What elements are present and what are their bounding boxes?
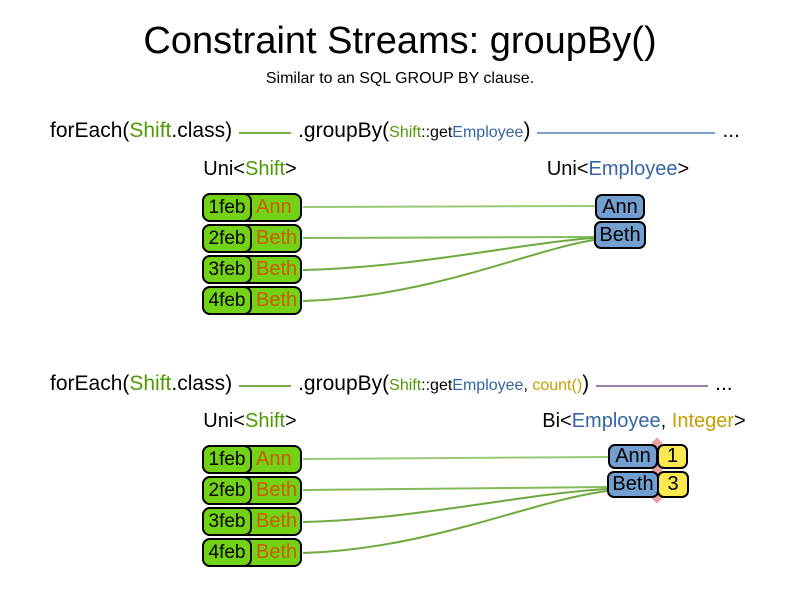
employee-group-box: Ann <box>595 194 645 220</box>
shift-employee-name: Beth <box>256 258 298 280</box>
label-type-integer: Integer <box>671 410 735 432</box>
shift-date: 3feb <box>202 255 252 284</box>
stream-connector-blue <box>537 132 716 134</box>
employee-group-box: Beth <box>594 221 646 249</box>
label-type-shift: Shift <box>244 410 286 432</box>
label-type-employee: Employee <box>571 410 661 432</box>
code-line-foreach-groupby-count: forEach(Shift.class) .groupBy(Shift::get… <box>50 372 733 396</box>
stream-connector-green <box>239 132 292 134</box>
shift-employee-name: Beth <box>256 479 298 501</box>
code-text: ) <box>523 119 531 142</box>
code-class-shift: Shift <box>129 119 172 142</box>
edge-d2-row1-ann <box>302 456 609 460</box>
label-text: Uni< <box>203 158 245 180</box>
shift-date: 2feb <box>202 476 252 505</box>
shift-employee-name: Ann <box>256 196 292 218</box>
code-comma: , <box>523 377 533 394</box>
code-ellipsis: ... <box>722 119 740 142</box>
shift-employee-name: Beth <box>256 510 298 532</box>
shift-date: 1feb <box>202 445 252 474</box>
edge-d1-row2-beth <box>302 236 595 239</box>
code-text: .groupBy( <box>298 372 390 395</box>
code-arg-count: count() <box>532 377 583 394</box>
employee-group-box: Ann <box>608 444 658 469</box>
shift-employee-name: Beth <box>256 289 298 311</box>
employee-group-box: Beth <box>607 471 659 498</box>
code-class-shift: Shift <box>129 372 172 395</box>
code-arg-shift: Shift <box>389 377 422 394</box>
code-text: .class) <box>171 372 233 395</box>
code-arg-shift: Shift <box>389 124 422 141</box>
code-text: forEach( <box>50 372 130 395</box>
label-type-shift: Shift <box>244 158 286 180</box>
label-type-employee: Employee <box>588 158 678 180</box>
edge-d1-row3-beth <box>302 237 595 271</box>
label-text: Uni< <box>546 158 589 180</box>
code-text: forEach( <box>50 119 130 142</box>
code-text: ) <box>582 372 590 395</box>
shift-date: 4feb <box>202 538 252 567</box>
stream-type-label-bi-employee-integer: Bi<Employee, Integer> <box>519 410 769 433</box>
label-text: , <box>660 410 672 432</box>
stream-type-label-uni-shift: Uni<Shift> <box>170 158 330 181</box>
edge-d2-row3-beth <box>302 488 608 523</box>
code-arg-getter: ::get <box>421 124 453 141</box>
code-line-foreach-groupby: forEach(Shift.class) .groupBy(Shift::get… <box>50 119 740 143</box>
stream-connector-green <box>239 385 292 387</box>
label-text: > <box>677 158 690 180</box>
label-text: Uni< <box>203 410 245 432</box>
label-text: > <box>285 158 297 180</box>
shift-date: 3feb <box>202 507 252 536</box>
code-arg-employee: Employee <box>452 124 524 141</box>
stream-connector-purple <box>596 385 709 387</box>
stream-type-label-uni-employee: Uni<Employee> <box>528 158 708 181</box>
shift-date: 2feb <box>202 224 252 253</box>
code-arg-getter: ::get <box>421 377 453 394</box>
page-subtitle: Similar to an SQL GROUP BY clause. <box>265 70 535 87</box>
edge-d2-row2-beth <box>302 486 608 491</box>
shift-date: 4feb <box>202 286 252 315</box>
label-text: > <box>734 410 746 432</box>
shift-employee-name: Ann <box>256 448 292 470</box>
shift-employee-name: Beth <box>256 541 298 563</box>
edge-d2-row4-beth <box>302 490 608 554</box>
label-text: > <box>285 410 297 432</box>
code-arg-employee: Employee <box>452 377 524 394</box>
shift-date: 1feb <box>202 193 252 222</box>
code-text: .class) <box>171 119 233 142</box>
shift-employee-name: Beth <box>256 227 298 249</box>
code-ellipsis: ... <box>715 372 733 395</box>
stream-type-label-uni-shift: Uni<Shift> <box>170 410 330 433</box>
count-box: 3 <box>657 471 689 498</box>
count-box: 1 <box>657 444 688 469</box>
edge-d1-row4-beth <box>302 239 595 302</box>
label-text: Bi< <box>542 410 572 432</box>
edge-d1-row1-ann <box>302 205 596 208</box>
code-text: .groupBy( <box>298 119 390 142</box>
page-title: Constraint Streams: groupBy() <box>143 20 657 62</box>
